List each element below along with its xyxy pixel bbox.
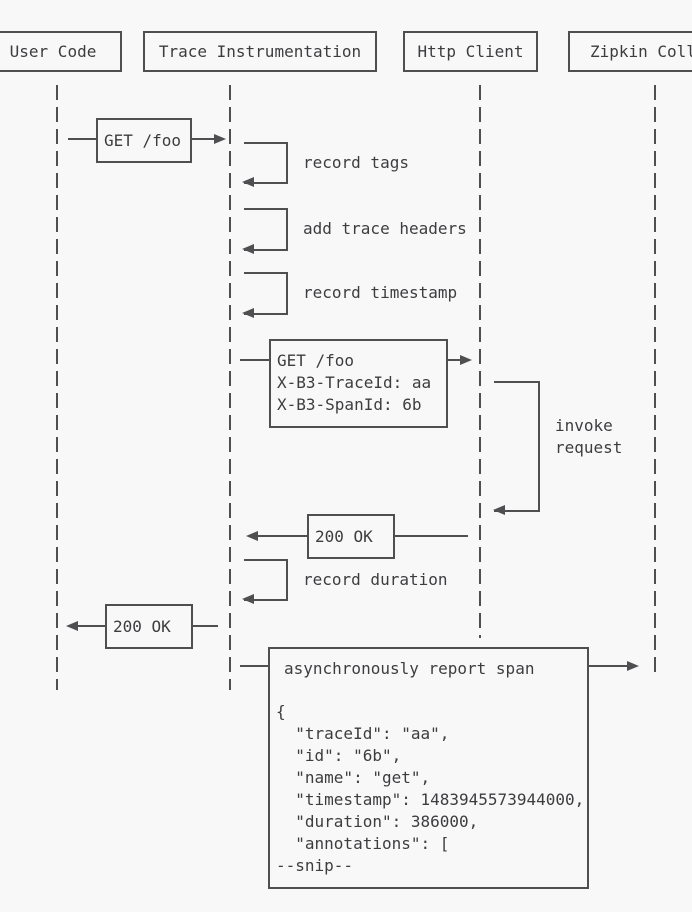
label-record-timestamp: record timestamp (303, 283, 458, 302)
participant-box-user-code: User Code (0, 31, 122, 72)
arrowhead-left-icon (246, 531, 258, 541)
arrowhead-right-icon (627, 661, 639, 671)
report-span-title: asynchronously report span (284, 659, 535, 678)
message-box-report-span: asynchronously report span { "traceId": … (268, 647, 589, 889)
self-loop-add-trace-headers (244, 208, 288, 251)
message-line (240, 665, 268, 667)
label-add-trace-headers: add trace headers (303, 219, 467, 238)
arrowhead-right-icon (214, 134, 226, 144)
arrowhead-left-icon (242, 308, 254, 318)
message-line (193, 625, 218, 627)
message-line (78, 625, 105, 627)
message-label-get-foo: GET /foo (104, 131, 182, 150)
http-request-line-spanid: X-B3-SpanId: 6b (277, 395, 422, 414)
message-line (68, 138, 96, 140)
participant-label-zipkin-collector: Zipkin Collector (589, 42, 692, 61)
span-json-line: "name": "get", (276, 768, 431, 787)
span-json-line: "id": "6b", (276, 746, 402, 765)
lifeline-zipkin-collector (654, 85, 656, 678)
message-box-200-ok-user: 200 OK (105, 604, 193, 649)
span-json-line: "traceId": "aa", (276, 724, 450, 743)
http-request-line-method: GET /foo (277, 351, 355, 370)
arrowhead-left-icon (242, 594, 254, 604)
message-line (448, 359, 462, 361)
label-invoke-request: invoke request (555, 415, 622, 459)
lifeline-http-client (479, 85, 481, 638)
label-request: request (555, 438, 623, 457)
self-loop-record-duration (244, 559, 288, 601)
message-line (258, 535, 307, 537)
arrowhead-left-icon (242, 177, 254, 187)
participant-box-trace-instrumentation: Trace Instrumentation (143, 31, 377, 72)
span-json-line: "timestamp": 1483945573944000, (276, 790, 585, 809)
message-line (395, 535, 468, 537)
message-box-get-foo: GET /foo (96, 118, 192, 163)
message-line (240, 359, 269, 361)
lifeline-user-code (56, 85, 58, 690)
span-json-line: { (276, 702, 286, 721)
participant-label-user-code: User Code (9, 42, 97, 61)
participant-box-http-client: Http Client (403, 31, 538, 72)
arrowhead-left-icon (242, 244, 254, 254)
participant-box-zipkin-collector: Zipkin Collector (568, 31, 692, 72)
http-request-line-traceid: X-B3-TraceId: aa (277, 373, 432, 392)
label-invoke: invoke (555, 416, 613, 435)
arrowhead-right-icon (460, 355, 472, 365)
span-json-line: "annotations": [ (276, 834, 450, 853)
span-json-line: "duration": 386000, (276, 812, 479, 831)
message-box-200-ok-http: 200 OK (307, 514, 395, 559)
message-line (192, 138, 216, 140)
message-box-http-request: GET /foo X-B3-TraceId: aa X-B3-SpanId: 6… (269, 339, 448, 428)
participant-label-http-client: Http Client (417, 42, 524, 61)
message-line (589, 665, 629, 667)
message-label-200-ok-http: 200 OK (315, 527, 373, 546)
span-json-payload: { "traceId": "aa", "id": "6b", "name": "… (276, 701, 584, 877)
arrowhead-left-icon (66, 621, 78, 631)
self-loop-invoke-request (494, 381, 540, 512)
self-loop-record-tags (244, 142, 288, 184)
label-record-duration: record duration (303, 570, 448, 589)
span-json-line: --snip-- (276, 856, 354, 875)
participant-label-trace-instrumentation: Trace Instrumentation (158, 42, 362, 61)
label-record-tags: record tags (303, 153, 409, 172)
lifeline-trace-instrumentation (229, 85, 231, 690)
arrowhead-left-icon (493, 505, 505, 515)
self-loop-record-timestamp (244, 272, 288, 315)
message-label-200-ok-user: 200 OK (113, 617, 171, 636)
